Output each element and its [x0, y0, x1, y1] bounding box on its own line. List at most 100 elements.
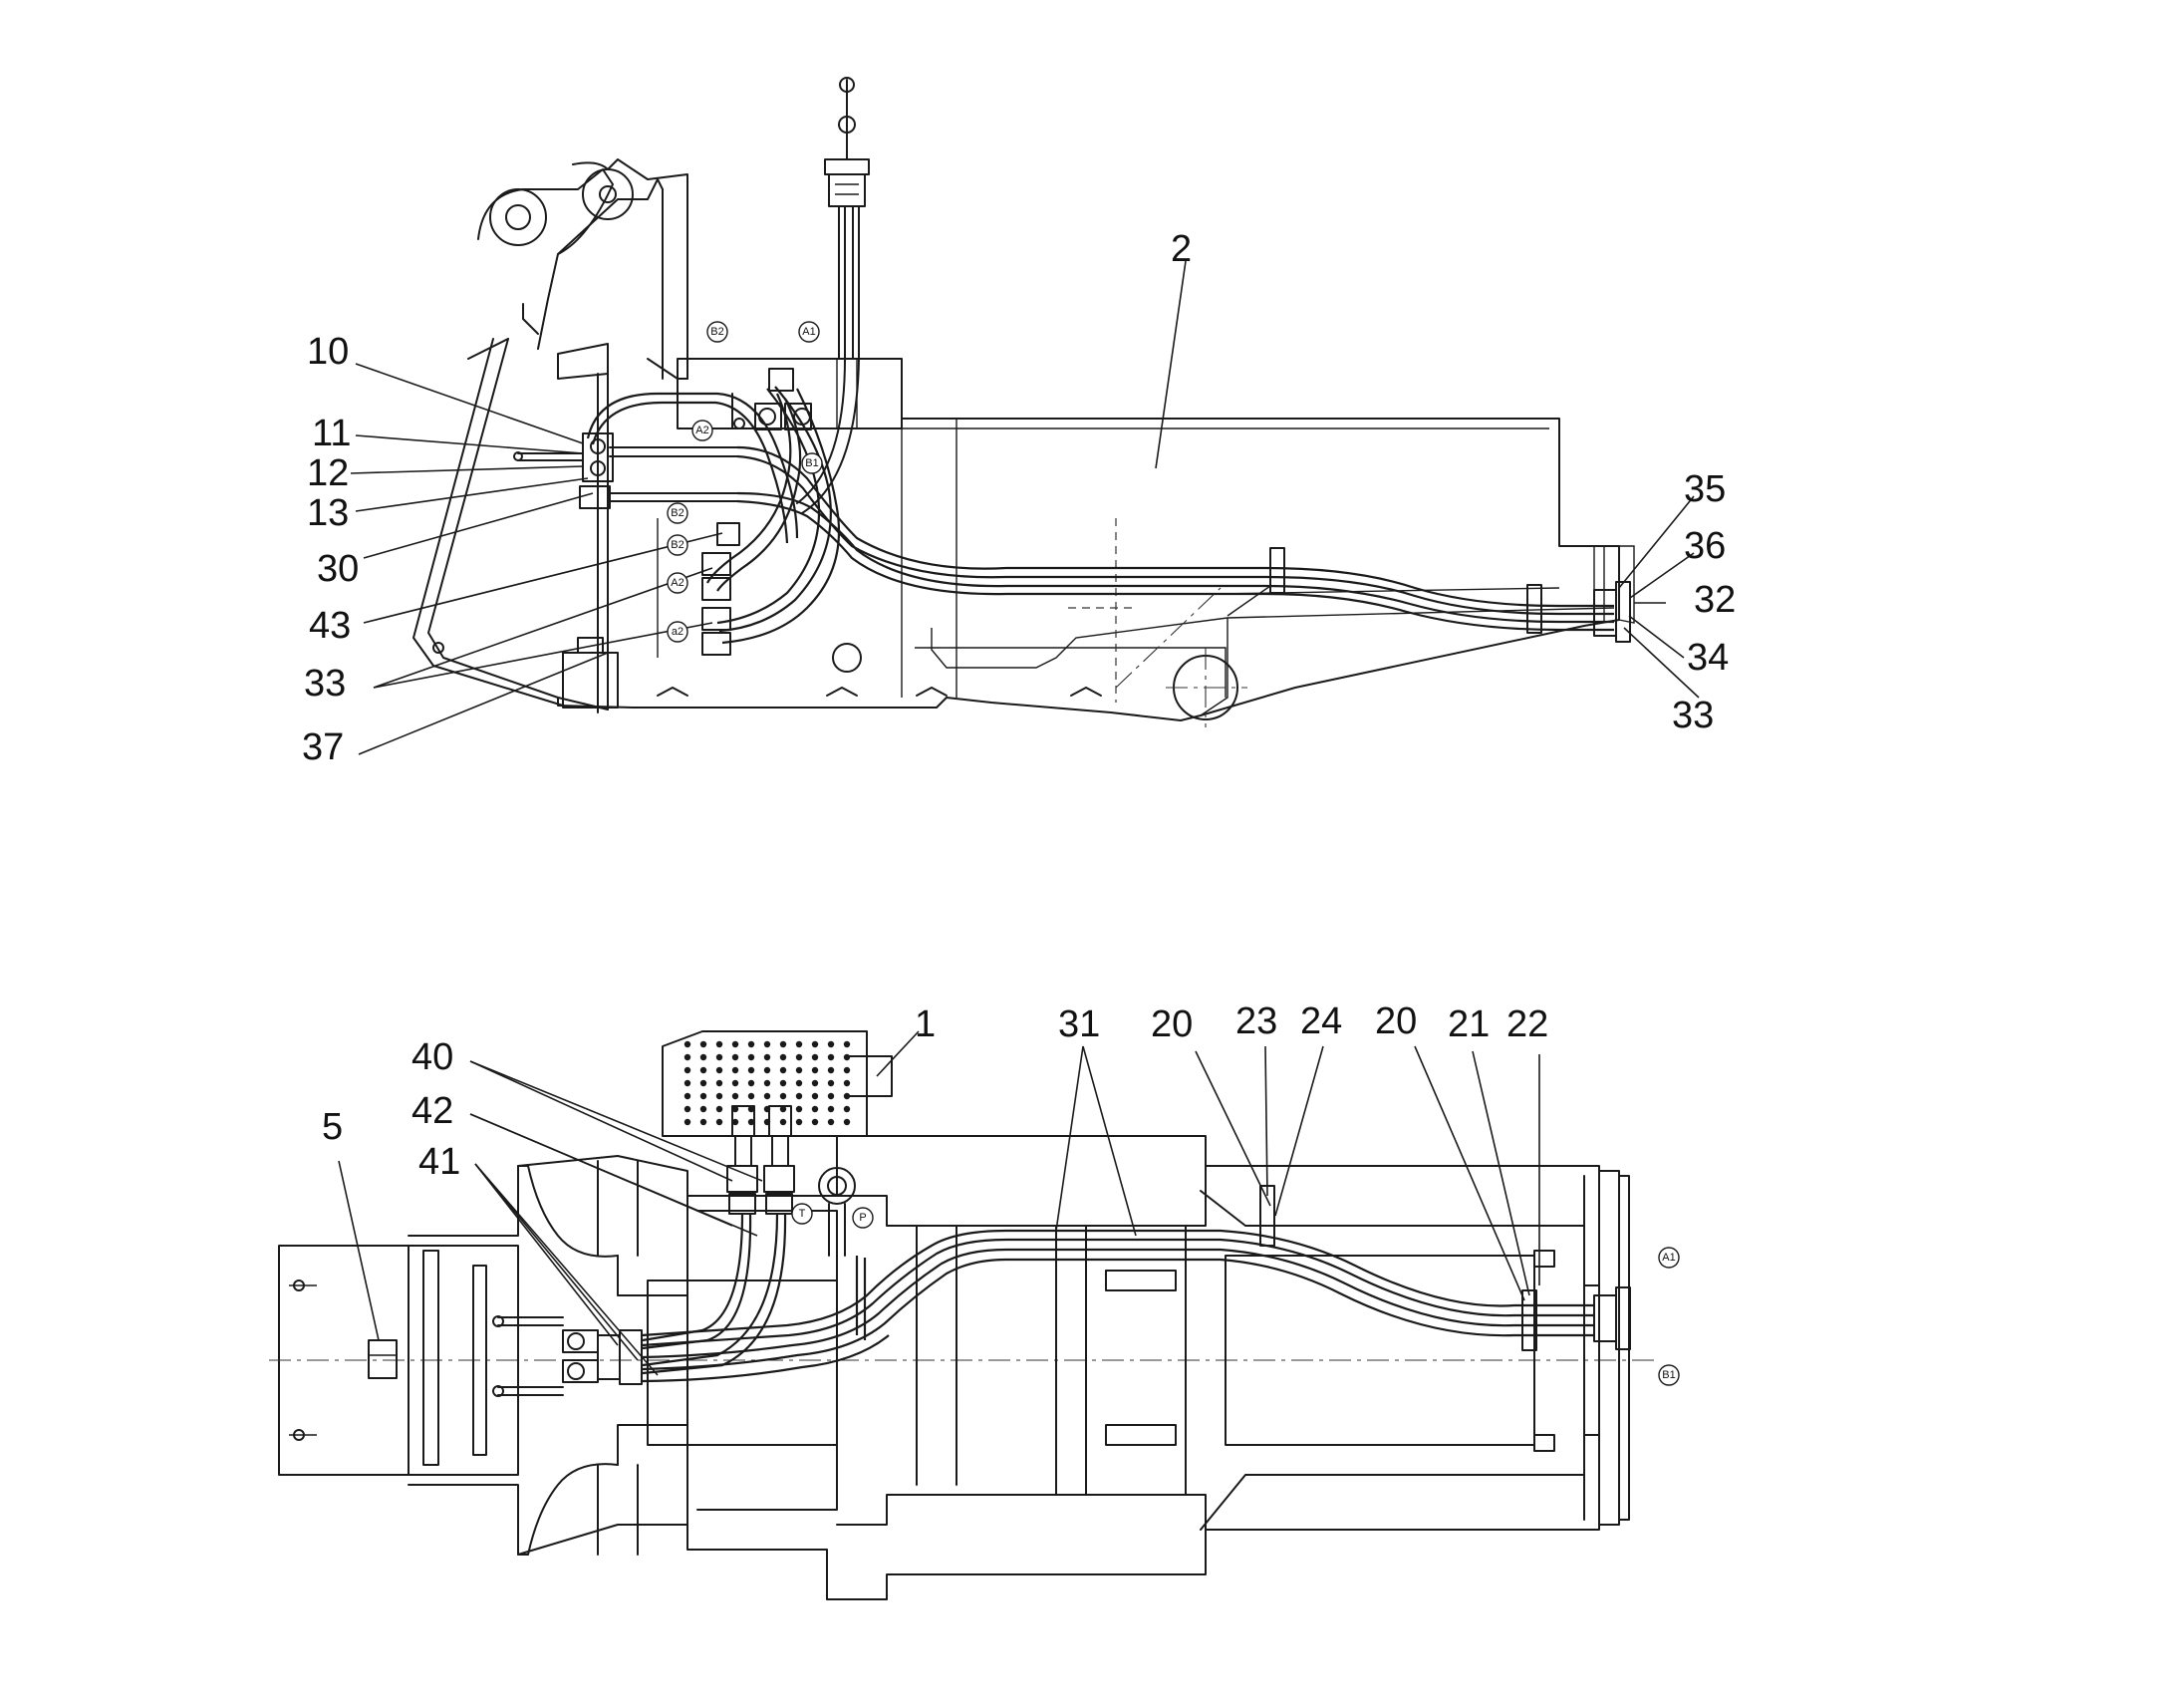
- seat-dot: [683, 1053, 691, 1061]
- seat-dot: [779, 1040, 787, 1048]
- seat-dot: [811, 1053, 819, 1061]
- seat-dot: [731, 1053, 739, 1061]
- seat-dot: [779, 1079, 787, 1087]
- seat-dot: [827, 1079, 835, 1087]
- port-a1-bottom: A1: [1662, 1252, 1675, 1264]
- seat-dot: [779, 1092, 787, 1100]
- callout-40: 40: [411, 1036, 453, 1078]
- seat-dot: [731, 1066, 739, 1074]
- port-a1: A1: [802, 326, 815, 338]
- seat-dot: [811, 1092, 819, 1100]
- callout-5: 5: [322, 1106, 343, 1148]
- seat-dot: [699, 1118, 707, 1126]
- seat-dot: [763, 1053, 771, 1061]
- seat-dot: [811, 1040, 819, 1048]
- callout-2: 2: [1171, 228, 1192, 270]
- callout-1: 1: [915, 1003, 936, 1045]
- seat-dot: [795, 1079, 803, 1087]
- port-a2-small: a2: [672, 626, 683, 638]
- port-b2: B2: [710, 326, 723, 338]
- callout-34: 34: [1687, 637, 1729, 679]
- seat-dot: [795, 1092, 803, 1100]
- callout-43: 43: [309, 605, 351, 647]
- callout-35: 35: [1684, 468, 1726, 510]
- seat-dot: [731, 1105, 739, 1113]
- seat-dot: [731, 1092, 739, 1100]
- callout-33-left: 33: [304, 663, 346, 705]
- seat-dot: [843, 1092, 851, 1100]
- callout-36: 36: [1684, 525, 1726, 567]
- seat-dot: [731, 1040, 739, 1048]
- seat-dot: [715, 1105, 723, 1113]
- seat-dot: [731, 1079, 739, 1087]
- seat-dot: [763, 1079, 771, 1087]
- callout-10: 10: [307, 331, 349, 373]
- seat-dot: [747, 1118, 755, 1126]
- callouts-bottom: 1 31 20 23 24 20 21 22 40 42 41 5: [322, 1000, 1548, 1183]
- seat-dot: [699, 1105, 707, 1113]
- seat-dot: [731, 1118, 739, 1126]
- port-b1: B1: [805, 457, 818, 469]
- port-t: T: [799, 1208, 806, 1220]
- seat-dot: [795, 1066, 803, 1074]
- port-p: P: [859, 1212, 866, 1224]
- callout-24: 24: [1300, 1000, 1342, 1042]
- callout-21: 21: [1448, 1003, 1490, 1045]
- seat-dot: [699, 1066, 707, 1074]
- callout-20-right: 20: [1375, 1000, 1417, 1042]
- seat-dot: [715, 1079, 723, 1087]
- seat-dot: [827, 1092, 835, 1100]
- callout-13: 13: [307, 492, 349, 534]
- seat-dot: [795, 1053, 803, 1061]
- seat-dot: [795, 1118, 803, 1126]
- seat-dot: [811, 1105, 819, 1113]
- seat-dot: [843, 1040, 851, 1048]
- callout-32: 32: [1694, 579, 1736, 621]
- seat-dot: [827, 1053, 835, 1061]
- port-a2: A2: [695, 425, 708, 436]
- seat-dot: [827, 1040, 835, 1048]
- seat-dot: [683, 1079, 691, 1087]
- port-markers-top: B2 A1 A2 B1 B2 B2 A2 a2: [667, 321, 823, 643]
- port-b2-lower: B2: [671, 507, 683, 519]
- seat-dot: [843, 1066, 851, 1074]
- callout-11: 11: [312, 413, 351, 454]
- seat-dot: [699, 1040, 707, 1048]
- seat-dot: [747, 1105, 755, 1113]
- seat-dot: [683, 1105, 691, 1113]
- port-markers-bottom: T P A1 B1: [791, 1203, 1680, 1386]
- seat-dot: [683, 1092, 691, 1100]
- seat-dot: [779, 1118, 787, 1126]
- seat-dot: [747, 1040, 755, 1048]
- seat-dot: [715, 1053, 723, 1061]
- seat-dot: [683, 1066, 691, 1074]
- callout-30: 30: [317, 548, 359, 590]
- callout-22: 22: [1506, 1003, 1548, 1045]
- seat-dot: [795, 1040, 803, 1048]
- leader-lines: [338, 260, 1700, 1376]
- seat-dot: [715, 1092, 723, 1100]
- seat-dot: [699, 1092, 707, 1100]
- port-b2-mid: B2: [671, 539, 683, 551]
- seat-dot: [763, 1092, 771, 1100]
- callout-20-left: 20: [1151, 1003, 1193, 1045]
- seat-dot: [699, 1053, 707, 1061]
- callout-23: 23: [1235, 1000, 1277, 1042]
- seat-dot: [683, 1040, 691, 1048]
- seat-dot: [779, 1053, 787, 1061]
- seat-dot: [811, 1079, 819, 1087]
- seat-dot: [843, 1105, 851, 1113]
- seat-dot: [683, 1118, 691, 1126]
- callout-37: 37: [302, 726, 344, 768]
- seat-dot: [843, 1079, 851, 1087]
- callout-33-right: 33: [1672, 695, 1714, 736]
- port-a2-lower: A2: [671, 577, 683, 589]
- seat-texture: [683, 1040, 851, 1126]
- seat-dot: [811, 1118, 819, 1126]
- seat-dot: [779, 1066, 787, 1074]
- seat-dot: [843, 1053, 851, 1061]
- plan-view: [269, 1030, 1654, 1600]
- side-view: [412, 77, 1635, 727]
- seat-dot: [747, 1092, 755, 1100]
